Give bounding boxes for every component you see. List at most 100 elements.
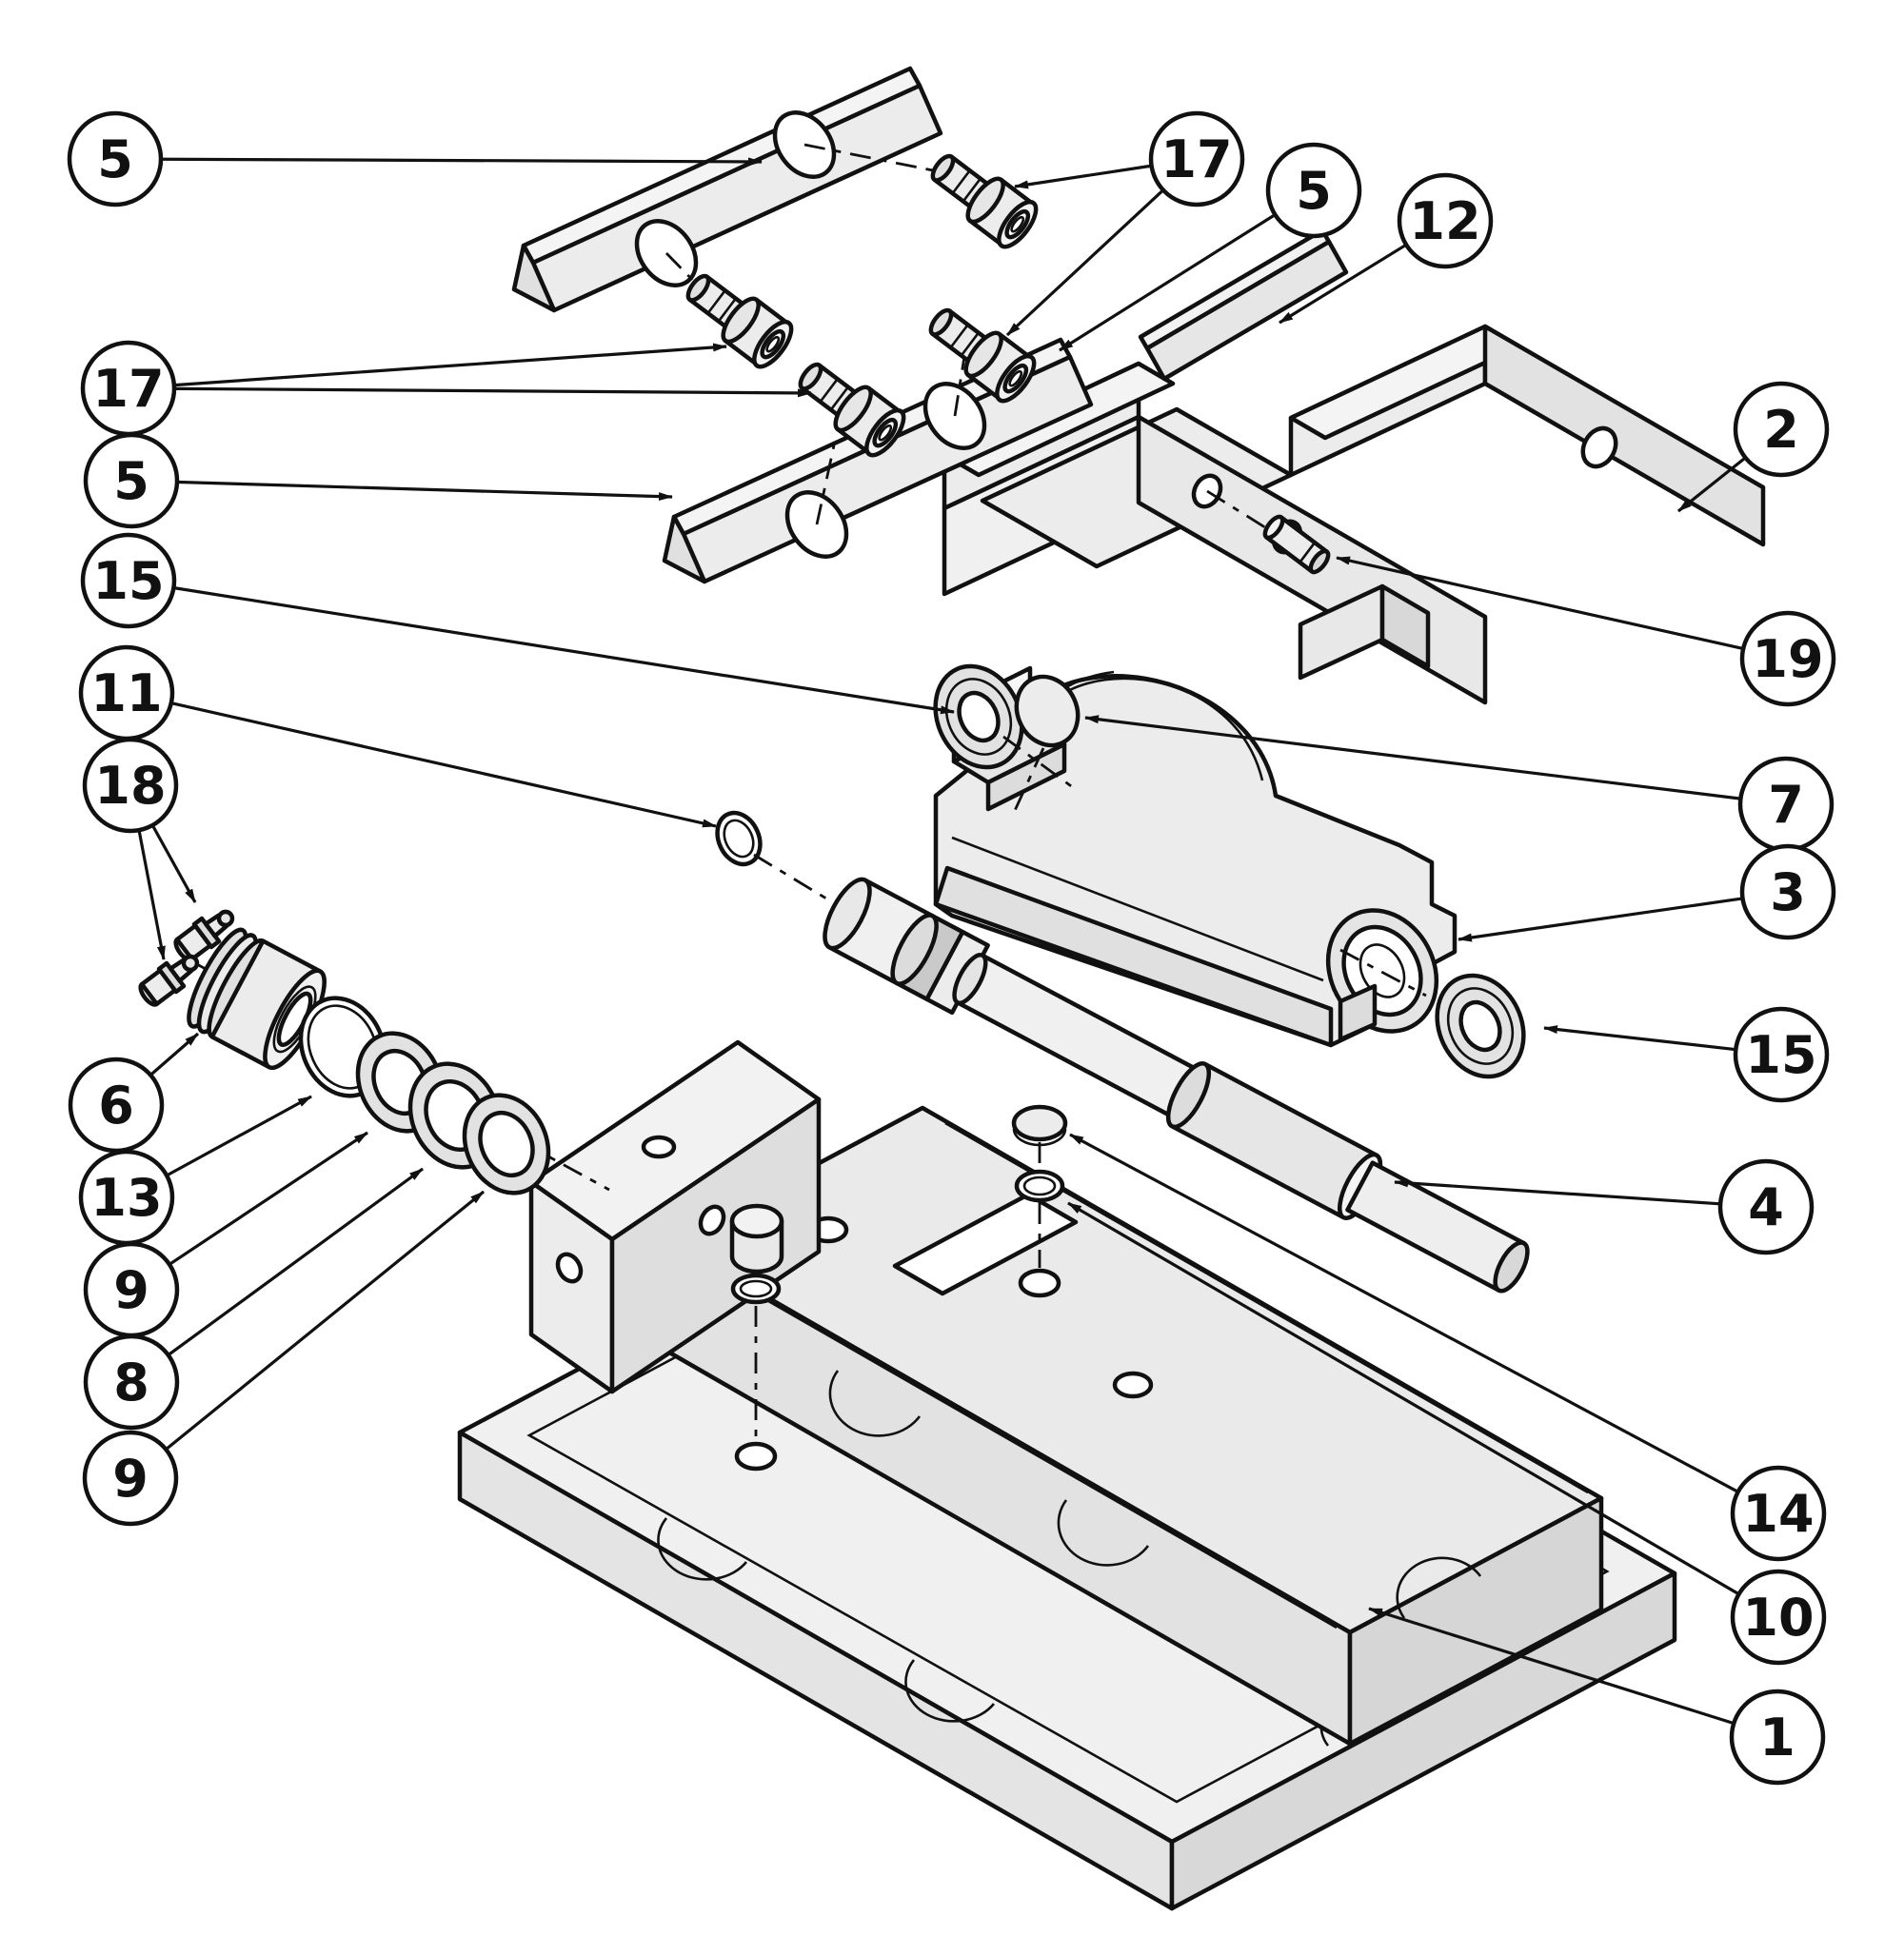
balloon-18-leader <box>151 825 197 903</box>
part-5-jaw-plate-top <box>511 66 948 313</box>
balloon-5b-leader <box>178 480 673 502</box>
part-9-backup-washer-2 <box>462 1093 551 1195</box>
balloon-1-label: 1 <box>1759 1708 1795 1768</box>
balloon-15b-circle <box>1733 1006 1830 1103</box>
balloon-17b-leader <box>1005 189 1163 337</box>
rail-spring-arc-1 <box>828 1370 922 1437</box>
balloon-1-circle <box>1729 1689 1826 1786</box>
balloon-5a-label: 5 <box>97 129 133 189</box>
part2-right-step-face <box>1482 324 1766 547</box>
part-15-thrust-washer-right <box>1435 973 1526 1079</box>
plate5a-front-face <box>530 83 943 313</box>
balloon-4-circle <box>1717 1158 1815 1255</box>
base-rail-plug-hole <box>1018 1268 1061 1298</box>
balloon-12-label: 12 <box>1409 191 1480 251</box>
balloon-5c-circle <box>1265 142 1362 239</box>
part2-hole-right <box>1580 425 1618 469</box>
part-7-plug-disc <box>1011 674 1081 816</box>
balloon-18-circle <box>82 737 179 834</box>
balloon-5b-circle <box>83 432 180 529</box>
balloon-2-label: 2 <box>1763 400 1799 460</box>
balloon-15a-label: 15 <box>92 551 164 611</box>
part-11-o-ring-small <box>715 810 827 900</box>
part2-t-tab-side <box>1379 583 1431 669</box>
balloon-5b: 5 <box>83 432 673 529</box>
balloon-17a: 17 <box>80 340 812 437</box>
balloon-19-leader <box>1336 556 1742 650</box>
balloon-10-circle <box>1730 1569 1827 1666</box>
balloon-18-leader <box>137 831 166 960</box>
left-block-hole-front <box>555 1252 584 1284</box>
balloon-5c: 5 <box>1059 142 1362 352</box>
balloon-19-label: 19 <box>1752 629 1823 689</box>
balloon-8-circle <box>83 1333 180 1431</box>
balloon-17b: 17 <box>1005 110 1245 337</box>
left-block-hole-side <box>698 1204 726 1236</box>
balloon-2: 2 <box>1677 381 1830 513</box>
balloon-2-leader <box>1677 457 1745 513</box>
balloon-4-leader <box>1394 1178 1719 1206</box>
balloon-5c-leader <box>1059 214 1275 352</box>
balloon-7-leader <box>1084 715 1739 800</box>
movable-jaw-keyway-strip <box>933 865 1334 1048</box>
balloon-13-leader <box>168 1095 312 1176</box>
balloon-15a: 15 <box>80 532 955 715</box>
plate12-face <box>1144 239 1349 382</box>
balloon-3-label: 3 <box>1770 862 1806 922</box>
balloon-14-circle <box>1730 1465 1827 1562</box>
balloon-3-circle <box>1739 843 1836 940</box>
balloon-6-leader <box>150 1032 200 1076</box>
left-block-hole-top <box>641 1135 677 1159</box>
jaw-bottom-tab <box>1338 983 1378 1042</box>
plate5a-end-cap <box>511 243 557 313</box>
part-19-set-screw <box>1262 514 1331 575</box>
part-15-thrust-washer-left <box>933 663 1075 790</box>
balloon-12-leader <box>1279 244 1406 325</box>
balloon-10-leader <box>1067 1201 1738 1595</box>
balloon-11: 11 <box>78 644 717 828</box>
part-12-wear-plate <box>1138 227 1349 382</box>
balloon-7-label: 7 <box>1768 775 1804 835</box>
balloon-15a-leader <box>175 586 955 715</box>
balloon-5a: 5 <box>67 110 763 207</box>
balloon-14: 14 <box>1069 1133 1827 1562</box>
balloon-12-circle <box>1397 172 1494 269</box>
part-4-vise-screw-shaft <box>823 877 1530 1294</box>
balloon-5c-label: 5 <box>1296 161 1332 221</box>
balloon-10-label: 10 <box>1742 1588 1814 1648</box>
balloon-18: 18 <box>82 737 197 960</box>
balloon-17b-label: 17 <box>1160 129 1232 189</box>
balloon-11-label: 11 <box>90 663 162 723</box>
base-rail-front-right-face <box>1347 1495 1604 1747</box>
balloon-15b-label: 15 <box>1745 1025 1816 1085</box>
balloon-10: 10 <box>1067 1201 1827 1666</box>
base-rail-slot <box>892 1192 1079 1296</box>
balloon-9a-leader <box>169 1131 368 1265</box>
balloon-1-leader <box>1368 1607 1733 1725</box>
balloon-1: 1 <box>1368 1607 1826 1786</box>
balloon-2-circle <box>1733 381 1830 478</box>
part-17-screw-a <box>922 143 1042 252</box>
balloon-5b-label: 5 <box>113 451 149 511</box>
balloon-17b-leader <box>1014 164 1150 189</box>
balloon-9a-label: 9 <box>113 1260 149 1320</box>
part-14-plug-disc <box>1011 1104 1068 1169</box>
balloon-17b-circle <box>1148 110 1245 207</box>
balloon-19: 19 <box>1336 556 1836 707</box>
balloon-15b: 15 <box>1543 1006 1830 1103</box>
base-left-block-front-right-face <box>609 1096 822 1394</box>
balloon-19-circle <box>1739 610 1836 707</box>
balloon-3: 3 <box>1458 843 1836 942</box>
base-bottom-slab-front-right-face <box>1169 1571 1677 1911</box>
balloon-17a-leader <box>175 386 812 398</box>
balloon-11-leader <box>172 701 717 828</box>
part-10-o-ring <box>1014 1169 1065 1268</box>
balloon-8-label: 8 <box>113 1353 149 1412</box>
balloon-6: 6 <box>68 1032 200 1154</box>
part-1-vise-base-body <box>457 1039 1677 1911</box>
balloon-15b-leader <box>1543 1025 1735 1052</box>
balloon-4: 4 <box>1394 1158 1815 1255</box>
balloon-9b-circle <box>82 1430 179 1527</box>
